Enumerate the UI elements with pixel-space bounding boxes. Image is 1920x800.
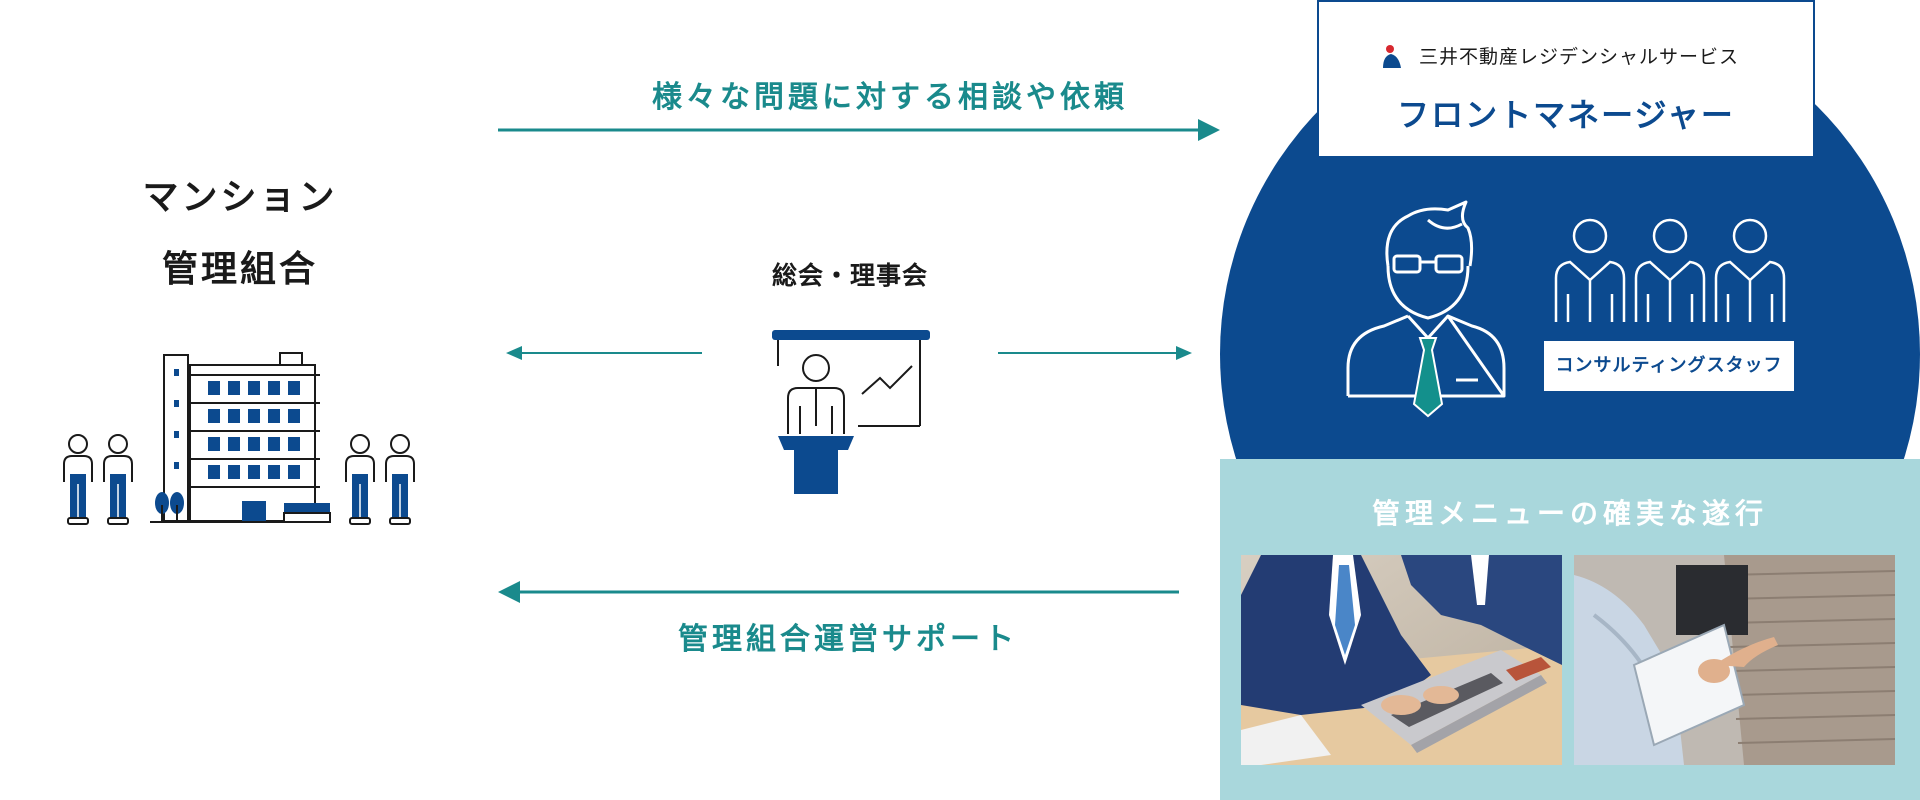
support-flow-label: 管理組合運営サポート: [678, 622, 1018, 657]
arrow-left-icon: [506, 346, 702, 360]
management-menu-title: 管理メニューの確実な遂行: [1371, 497, 1768, 530]
front-manager-title: フロントマネージャー: [1397, 96, 1735, 134]
arrow-left-icon: [498, 581, 1179, 603]
company-name: 三井不動産レジデンシャルサービス: [1418, 46, 1739, 68]
arrow-right-icon: [998, 346, 1192, 360]
consulting-staff-badge: コンサルティングスタッフ: [1544, 341, 1794, 391]
arrow-right-icon: [498, 119, 1220, 141]
apartment-building-icon: [150, 352, 331, 523]
presenter-at-whiteboard-icon: [772, 330, 930, 494]
resident-person-icon: [345, 434, 415, 525]
company-card: 三井不動産レジデンシャルサービス フロントマネージャー: [1317, 0, 1815, 158]
front-manager-person-icon: [1346, 200, 1506, 418]
meeting-photo: [1241, 555, 1562, 765]
org-title-line1: マンション: [142, 177, 338, 218]
consulting-staff-icon: [1554, 218, 1786, 322]
inspection-photo: [1574, 555, 1895, 765]
org-title-line2: 管理組合: [161, 249, 318, 290]
meeting-label: 総会・理事会: [771, 261, 928, 290]
resident-person-icon: [63, 434, 133, 525]
company-logo-icon: [1383, 45, 1401, 68]
consultation-flow-label: 様々な問題に対する相談や依頼: [652, 80, 1128, 115]
